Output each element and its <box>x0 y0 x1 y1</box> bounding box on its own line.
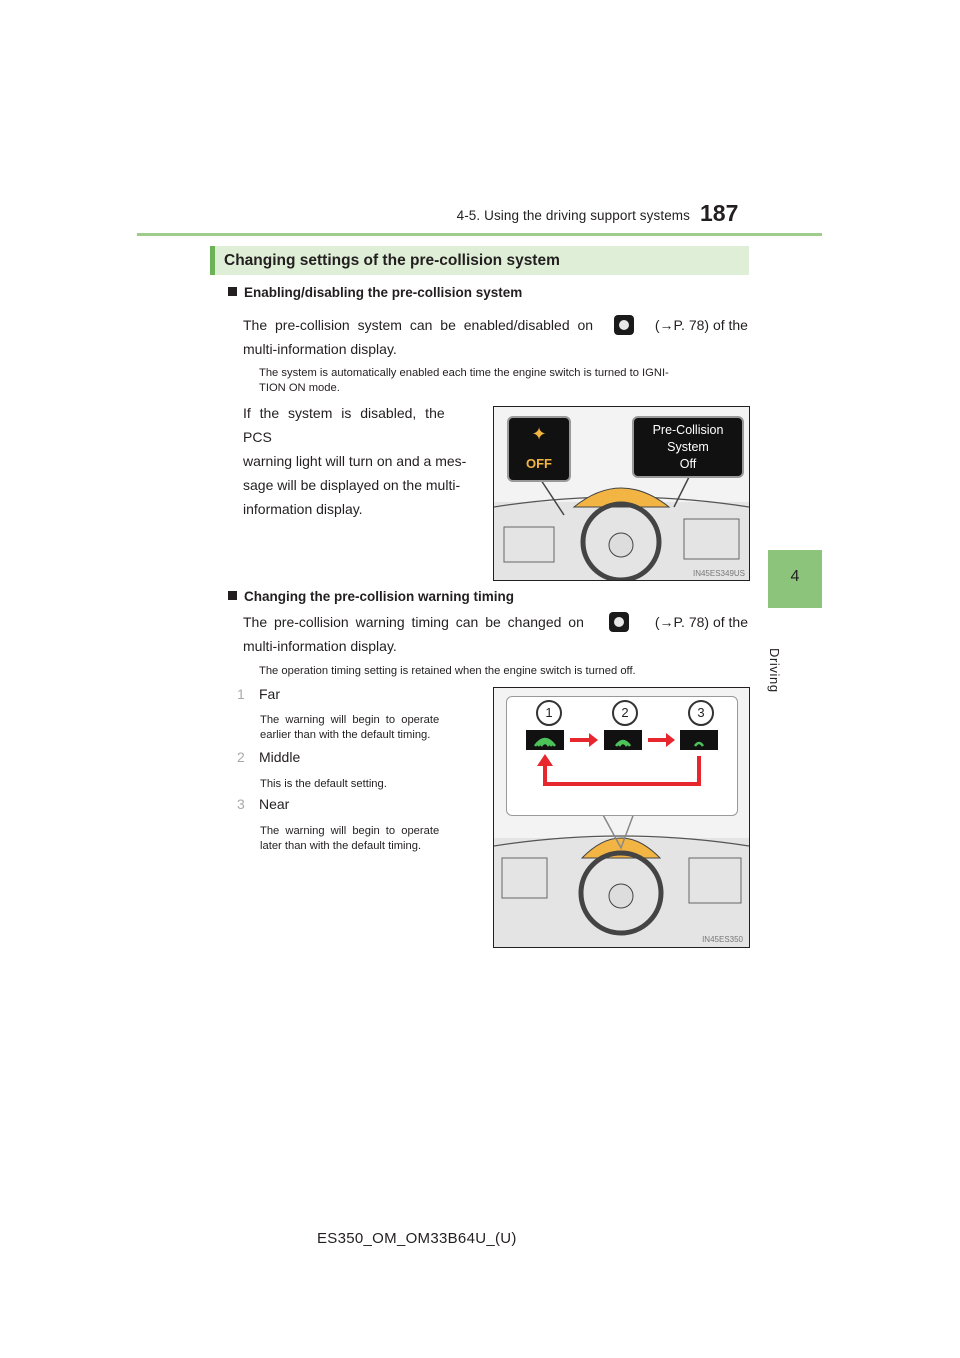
item-description: This is the default setting. <box>260 778 387 790</box>
chapter-tab-number: 4 <box>790 568 800 585</box>
step-number-2: 2 <box>612 700 638 726</box>
item-number: 1 <box>237 686 245 702</box>
header-rule <box>137 233 822 236</box>
footer-model-code: ES350_OM_OM33B64U_(U) <box>317 1230 517 1247</box>
warning-light-off-text: OFF <box>526 456 552 471</box>
figure-code: IN45ES349US <box>692 569 745 578</box>
item-number: 3 <box>237 796 245 812</box>
item-title: Near <box>259 796 290 812</box>
chapter-tab[interactable] <box>768 550 822 608</box>
item-title: Middle <box>259 749 301 765</box>
section-title: Changing settings of the pre-collision s… <box>224 252 560 269</box>
running-header: 4-5. Using the driving support systems <box>456 208 690 223</box>
item-description: The warning will begin to operate earlie… <box>260 714 440 741</box>
square-bullet-icon <box>228 591 237 600</box>
timing-paragraph: The pre-collision warning timing can be … <box>243 612 748 654</box>
settings-icon <box>609 612 630 632</box>
list-item: 2 Middle <box>237 749 482 767</box>
settings-icon <box>613 315 634 335</box>
figure-code: IN45ES350 <box>702 935 743 944</box>
square-bullet-icon <box>228 287 237 296</box>
section-header-accent <box>210 246 215 275</box>
figure-pcs-off: ✦ OFF Pre-Collision System Off IN45ES349… <box>493 406 750 581</box>
item-title: Far <box>259 686 280 702</box>
figure-warning-timing: 1 2 3 IN45ES350 <box>493 687 750 948</box>
item-description: The warning will begin to operate later … <box>260 825 440 852</box>
list-item: 3 Near <box>237 796 482 814</box>
chapter-tab-label: Driving <box>767 648 782 693</box>
section-header-bar <box>210 246 749 275</box>
enable-heading: Enabling/disabling the pre-collision sys… <box>228 285 522 300</box>
step-number-1: 1 <box>536 700 562 726</box>
disabled-paragraph: If the system is disabled, the PCS warni… <box>243 405 467 517</box>
timing-note: The operation timing setting is retained… <box>259 665 636 677</box>
enable-note: The system is automatically enabled each… <box>259 367 669 394</box>
item-number: 2 <box>237 749 245 765</box>
enable-paragraph: The pre-collision system can be enabled/… <box>243 315 748 357</box>
list-item: 1 Far <box>237 686 482 704</box>
pcs-warning-light: ✦ OFF <box>507 416 571 482</box>
pcs-message-display: Pre-Collision System Off <box>632 416 744 478</box>
warning-star-icon: ✦ <box>531 424 547 444</box>
page-number: 187 <box>700 200 739 226</box>
step-number-3: 3 <box>688 700 714 726</box>
timing-heading: Changing the pre-collision warning timin… <box>228 589 514 604</box>
